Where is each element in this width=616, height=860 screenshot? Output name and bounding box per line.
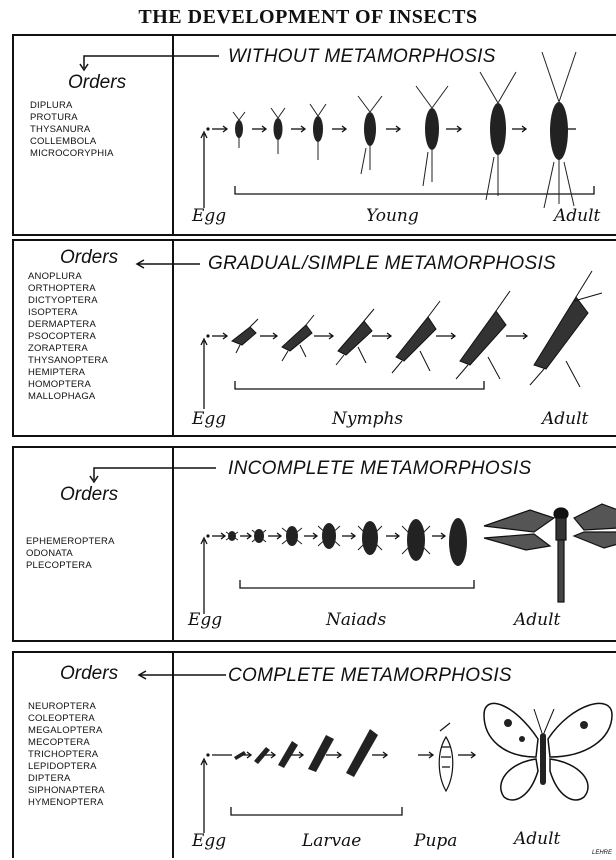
illustrator-credit: LEHRE: [592, 850, 612, 856]
dragonfly-series-illustration: [14, 448, 616, 644]
diagram-title: THE DEVELOPMENT OF INSECTS: [0, 6, 616, 29]
butterfly-series-illustration: [14, 653, 616, 860]
panel-complete-metamorphosis: Orders NEUROPTERA COLEOPTERA MEGALOPTERA…: [12, 651, 616, 858]
panel-without-metamorphosis: Orders DIPLURA PROTURA THYSANURA COLLEMB…: [12, 34, 616, 236]
grasshopper-series-illustration: [14, 241, 616, 439]
silverfish-series-illustration: [14, 36, 616, 238]
panel-incomplete-metamorphosis: Orders EPHEMEROPTERA ODONATA PLECOPTERA …: [12, 446, 616, 642]
panel-gradual-metamorphosis: Orders ANOPLURA ORTHOPTERA DICTYOPTERA I…: [12, 239, 616, 437]
